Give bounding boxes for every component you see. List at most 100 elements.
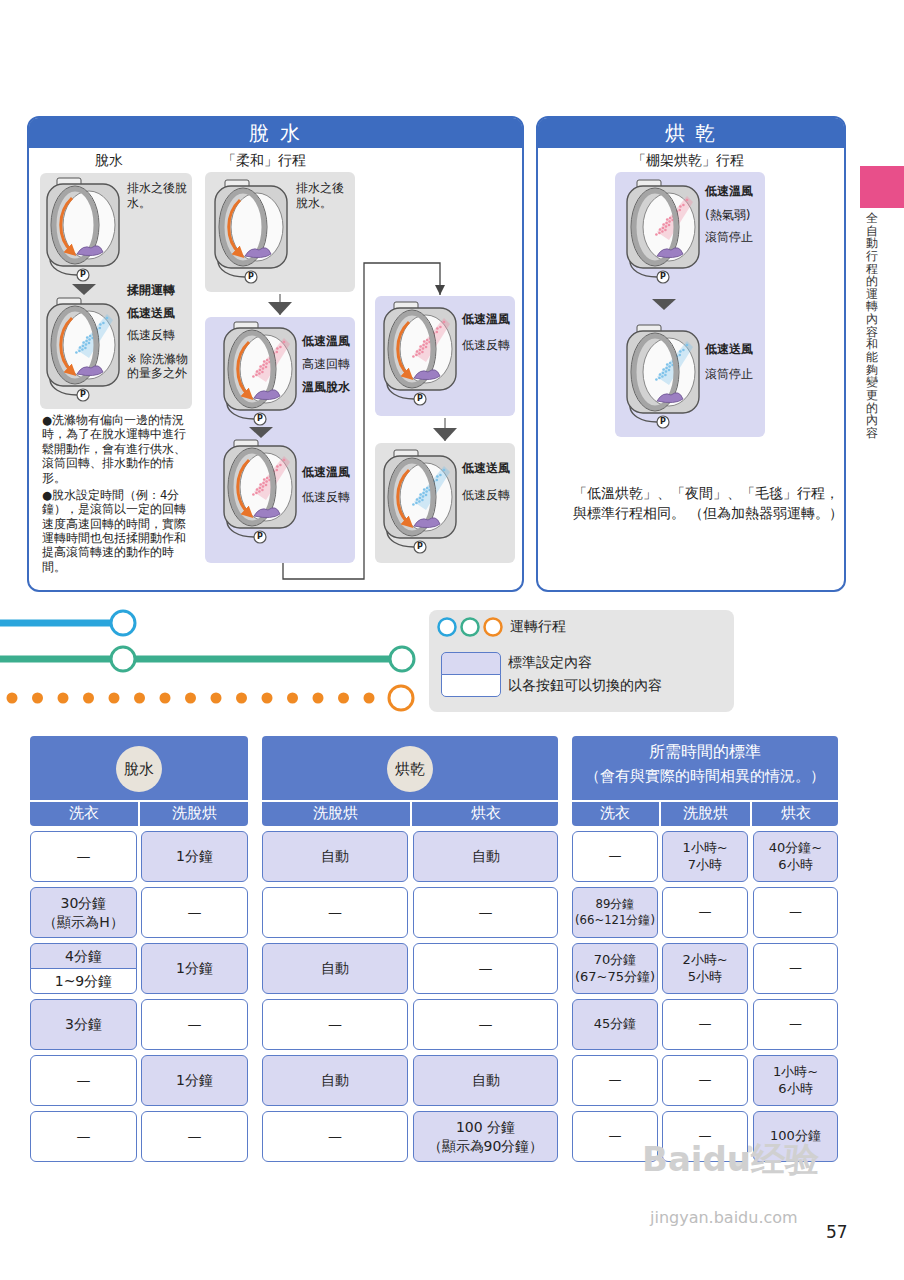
note: ●脫水設定時間（例：4分鐘），是滾筒以一定的回轉速度高速回轉的時間，實際運轉時間… <box>42 488 192 574</box>
text: 所需時間的標準 <box>649 742 761 762</box>
text: — <box>789 904 802 921</box>
text: 自動 <box>321 959 349 977</box>
text: 揉開運轉 <box>127 283 175 297</box>
column-header: 烘衣 <box>413 801 558 826</box>
pump-mark: P <box>246 271 256 283</box>
text: — <box>328 903 342 921</box>
text: 自動 <box>321 847 349 865</box>
step-label: 低速溫風 <box>302 465 354 480</box>
text: — <box>479 1015 493 1033</box>
table-cell: — <box>30 1055 137 1106</box>
table-cell: 自動 <box>262 1055 408 1106</box>
text: P <box>417 395 423 403</box>
step-label: 低速反轉 <box>462 338 514 353</box>
side-tab <box>860 166 904 208</box>
table-cell: 89分鐘 (66~121分鐘) <box>572 887 658 938</box>
text: 標準設定內容 <box>508 654 592 670</box>
table-cell: — <box>413 887 558 938</box>
step-box: 「棚架烘乾」行程低速溫風(熱氣弱)滾筒停止低速送風滾筒停止 <box>615 172 765 437</box>
rail-dot <box>7 693 18 704</box>
text: 排水之後脫水。 <box>296 181 344 210</box>
column-header: 烘衣 <box>753 801 838 826</box>
text: — <box>789 960 802 977</box>
text: — <box>479 903 493 921</box>
rail-dot <box>262 693 273 704</box>
table-cell: — <box>753 887 838 938</box>
text: 1小時~ 6小時 <box>757 1064 834 1098</box>
side-tab-text: 全自動行程的運轉內容和能夠變更的內容 <box>866 212 878 440</box>
table-cell: 自動 <box>262 943 408 994</box>
text: — <box>609 1072 622 1089</box>
text: 脫水 <box>124 760 154 779</box>
text: 烘衣 <box>781 804 811 823</box>
rail-dot <box>134 693 145 704</box>
watermark: Baidu经验 <box>642 1138 819 1181</box>
header-divider <box>659 800 661 826</box>
step-arrow <box>652 299 676 310</box>
text: 洗脫烘 <box>172 804 217 823</box>
washer-drum <box>224 322 296 425</box>
table-cell: 1~9分鐘 <box>30 968 137 994</box>
table-cell: — <box>262 999 408 1050</box>
text: 1~9分鐘 <box>55 972 113 990</box>
text: P <box>248 273 254 281</box>
table-cell: 1分鐘 <box>141 831 248 882</box>
text: P <box>660 418 666 426</box>
text: — <box>699 1016 712 1033</box>
text: P <box>80 391 86 399</box>
step-box: 低速溫風低速反轉 <box>375 296 515 416</box>
text: 低速溫風 <box>302 465 350 479</box>
step-label: 低速反轉 <box>127 328 189 343</box>
text: 低速溫風 <box>462 312 510 326</box>
pump-mark: P <box>415 393 425 405</box>
text: 低速溫風 <box>302 334 350 348</box>
text: 運轉行程 <box>510 618 566 634</box>
text: (熱氣弱) <box>705 208 750 222</box>
washer-drum <box>47 298 119 401</box>
table-title: 烘乾 <box>380 747 440 791</box>
text: 洗脫烘 <box>313 804 358 823</box>
text: （會有與實際的時間相異的情況。） <box>585 767 825 786</box>
step-label: 低速送風 <box>705 342 763 357</box>
text: ●脫水設定時間（例：4分鐘），是滾筒以一定的回轉速度高速回轉的時間，實際運轉時間… <box>42 488 186 574</box>
text: P <box>417 543 423 551</box>
text: 低速送風 <box>705 342 753 356</box>
table-title: 脫水 <box>109 747 169 791</box>
rail-dot <box>287 693 298 704</box>
page-number: 57 <box>826 1222 848 1243</box>
rail-dot <box>185 693 196 704</box>
text: 低速反轉 <box>462 338 510 352</box>
step-label: 低速反轉 <box>302 490 354 505</box>
text: 57 <box>826 1222 848 1242</box>
step-label: 溫風脫水 <box>302 380 354 395</box>
text: Baidu经验 <box>642 1139 819 1179</box>
step-label: ※ 除洗滌物的量多之外 <box>127 352 189 381</box>
table-cell: 自動 <box>262 831 408 882</box>
text: 低速溫風 <box>705 184 753 198</box>
step-label: 低速送風 <box>462 461 514 476</box>
table-cell: 4分鐘 <box>30 943 137 969</box>
table-cell: 30分鐘 （顯示為H） <box>30 887 137 938</box>
text: 以各按鈕可以切換的內容 <box>508 677 662 693</box>
table-cell: 1小時~ 7小時 <box>662 831 748 882</box>
panel-header: 烘 乾 <box>538 118 844 148</box>
text: — <box>188 1015 202 1033</box>
text: 脫 水 <box>249 121 301 145</box>
rail-dot <box>58 693 69 704</box>
table-note: （會有與實際的時間相異的情況。） <box>572 764 838 788</box>
text: 排水之後脫水。 <box>127 181 187 210</box>
course-rails <box>0 611 414 710</box>
text: 「柔和」行程 <box>222 152 306 168</box>
text: — <box>77 847 91 865</box>
header-divider <box>572 800 838 802</box>
text: — <box>609 1128 622 1145</box>
table-cell: — <box>572 831 658 882</box>
header-divider <box>138 800 140 826</box>
table-cell: — <box>572 1055 658 1106</box>
table-cell: — <box>141 1111 248 1162</box>
step-box: 「柔和」行程排水之後脫水。 <box>205 172 355 292</box>
header-divider <box>410 800 412 826</box>
step-label: 滾筒停止 <box>705 230 763 245</box>
text: 45分鐘 <box>594 1016 637 1033</box>
text: 自動 <box>472 847 500 865</box>
